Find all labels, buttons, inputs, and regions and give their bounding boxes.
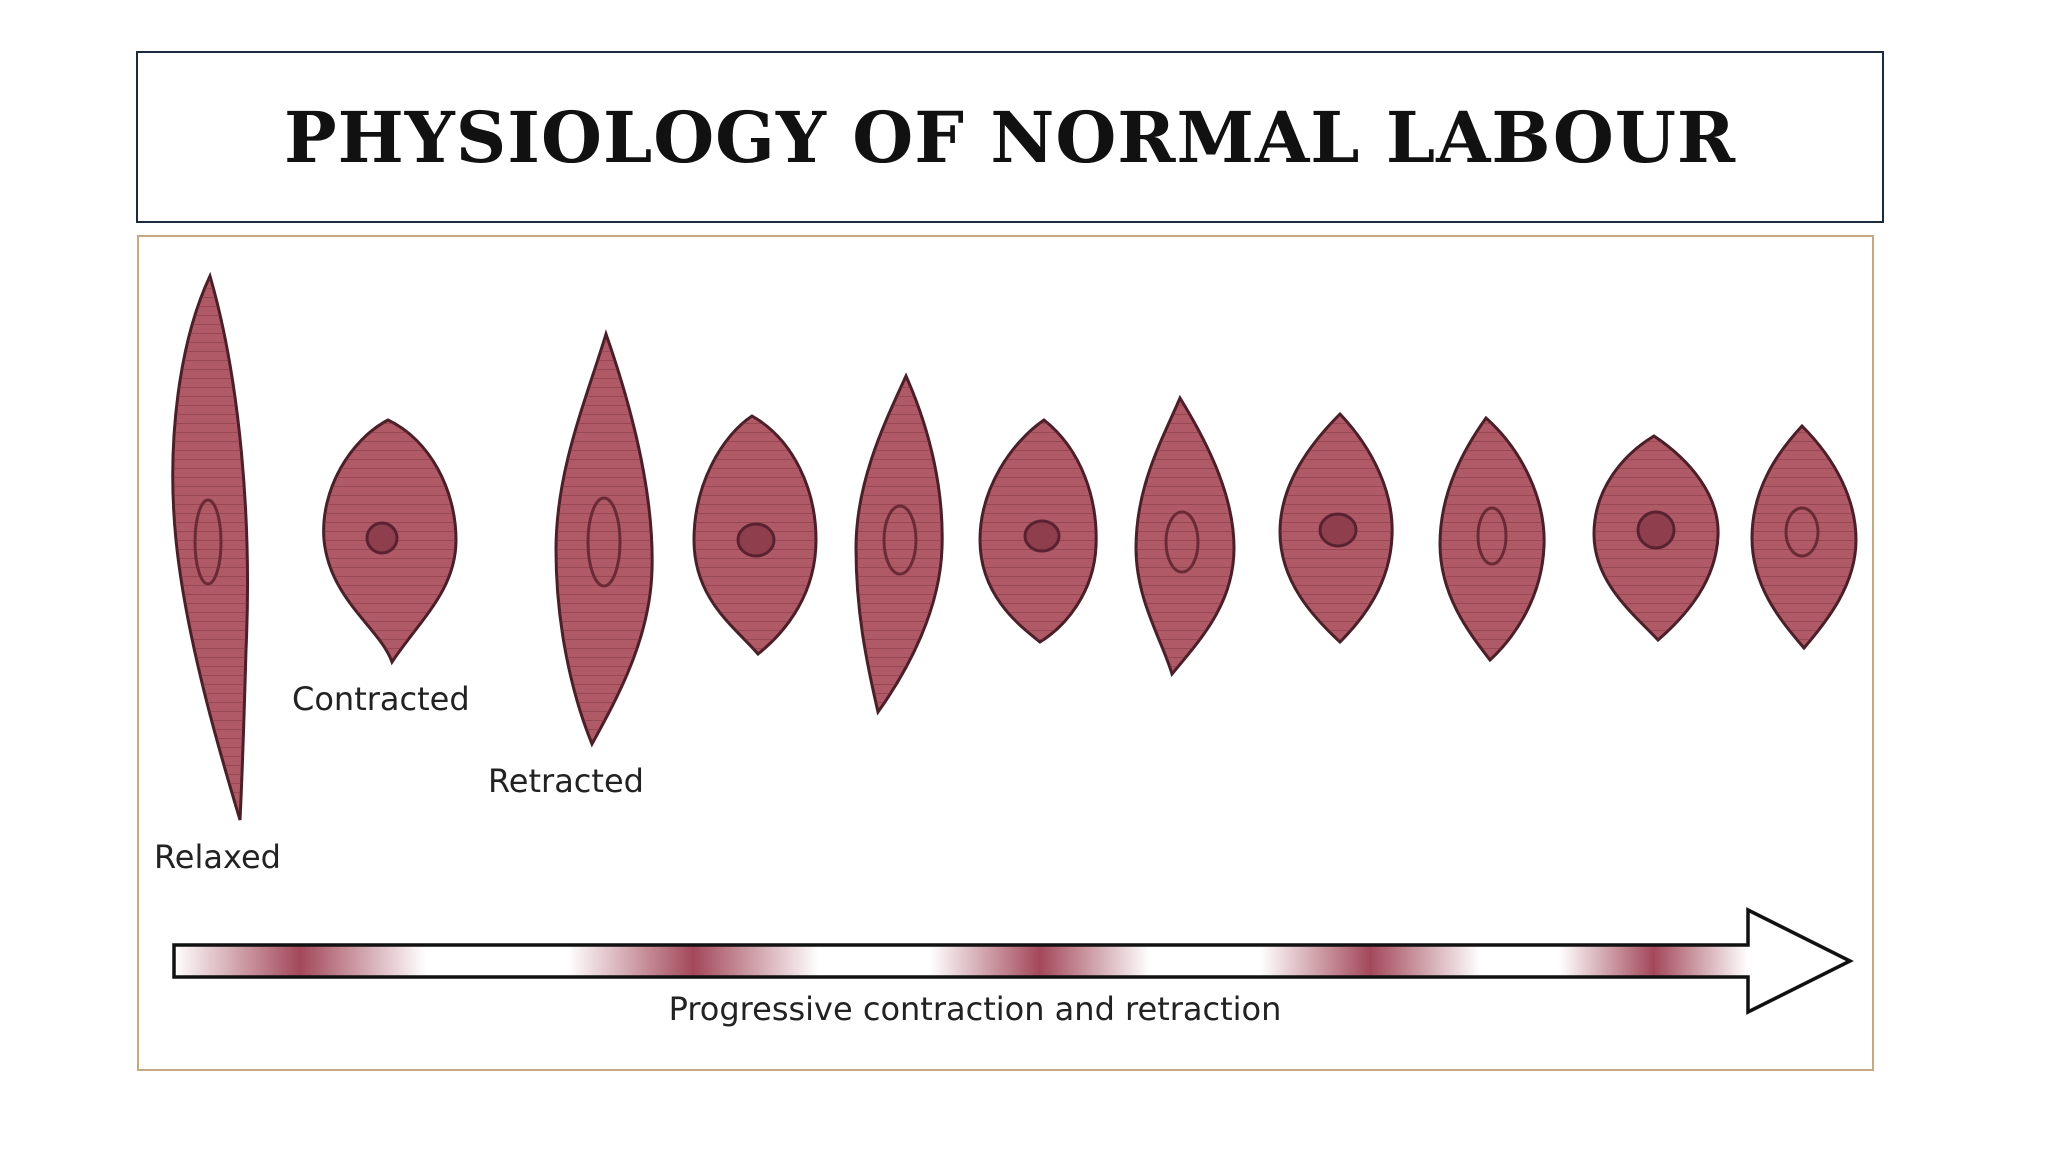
cell-stage-8 xyxy=(1278,411,1394,645)
cell-stage-11 xyxy=(1750,423,1858,651)
title-box: PHYSIOLOGY OF NORMAL LABOUR xyxy=(136,51,1884,223)
label-relaxed: Relaxed xyxy=(154,838,281,876)
page-title: PHYSIOLOGY OF NORMAL LABOUR xyxy=(283,95,1737,179)
progress-arrow xyxy=(172,907,1854,1015)
cell-stage-5 xyxy=(854,372,944,716)
figure-box xyxy=(137,235,1874,1071)
label-retracted: Retracted xyxy=(488,762,644,800)
cell-stage-4 xyxy=(692,414,818,657)
cell-stage-6 xyxy=(978,418,1098,644)
cell-stage-7 xyxy=(1134,394,1236,678)
arrow-outline xyxy=(172,907,1854,1015)
cell-relaxed xyxy=(171,271,249,821)
arrow-caption: Progressive contraction and retraction xyxy=(669,990,1282,1028)
cell-contracted xyxy=(322,418,458,666)
cell-stage-9 xyxy=(1438,415,1546,663)
label-contracted: Contracted xyxy=(292,680,470,718)
cell-retracted xyxy=(554,329,654,748)
cell-stage-10 xyxy=(1592,434,1720,643)
arrow-band xyxy=(174,945,1748,977)
